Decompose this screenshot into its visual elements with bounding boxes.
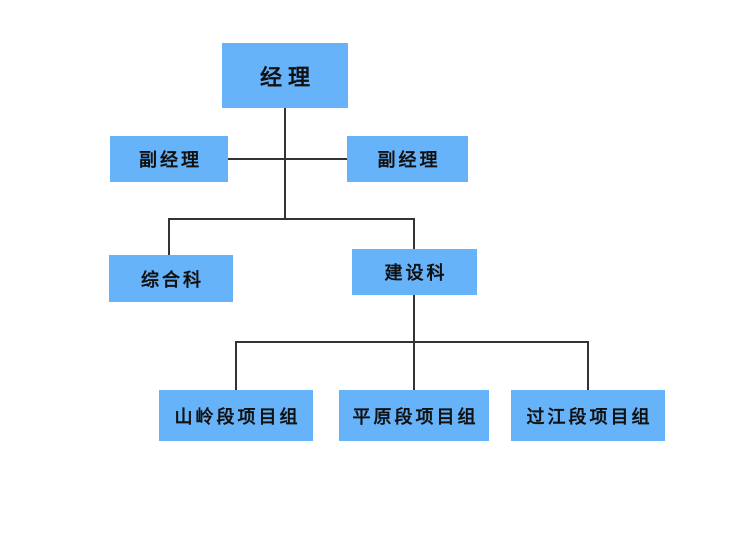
org-node-label: 过江段项目组 [526,406,653,428]
org-node-deputy-manager-left: 副经理 [110,136,228,182]
org-node-label: 综合科 [141,269,204,291]
org-node-construction-section: 建设科 [352,249,477,295]
org-node-label: 平原段项目组 [352,406,479,428]
org-node-team-river: 过江段项目组 [511,390,665,441]
org-node-label: 经理 [259,64,316,91]
org-node-general-section: 综合科 [109,255,233,302]
org-node-label: 副经理 [139,150,202,171]
org-node-team-mountain: 山岭段项目组 [159,390,313,441]
org-node-team-plain: 平原段项目组 [339,390,489,441]
org-node-label: 副经理 [377,150,441,171]
org-node-label: 建设科 [384,263,448,284]
org-node-manager: 经理 [222,43,348,108]
org-node-deputy-manager-right: 副经理 [347,136,468,182]
org-node-label: 山岭段项目组 [174,406,301,428]
